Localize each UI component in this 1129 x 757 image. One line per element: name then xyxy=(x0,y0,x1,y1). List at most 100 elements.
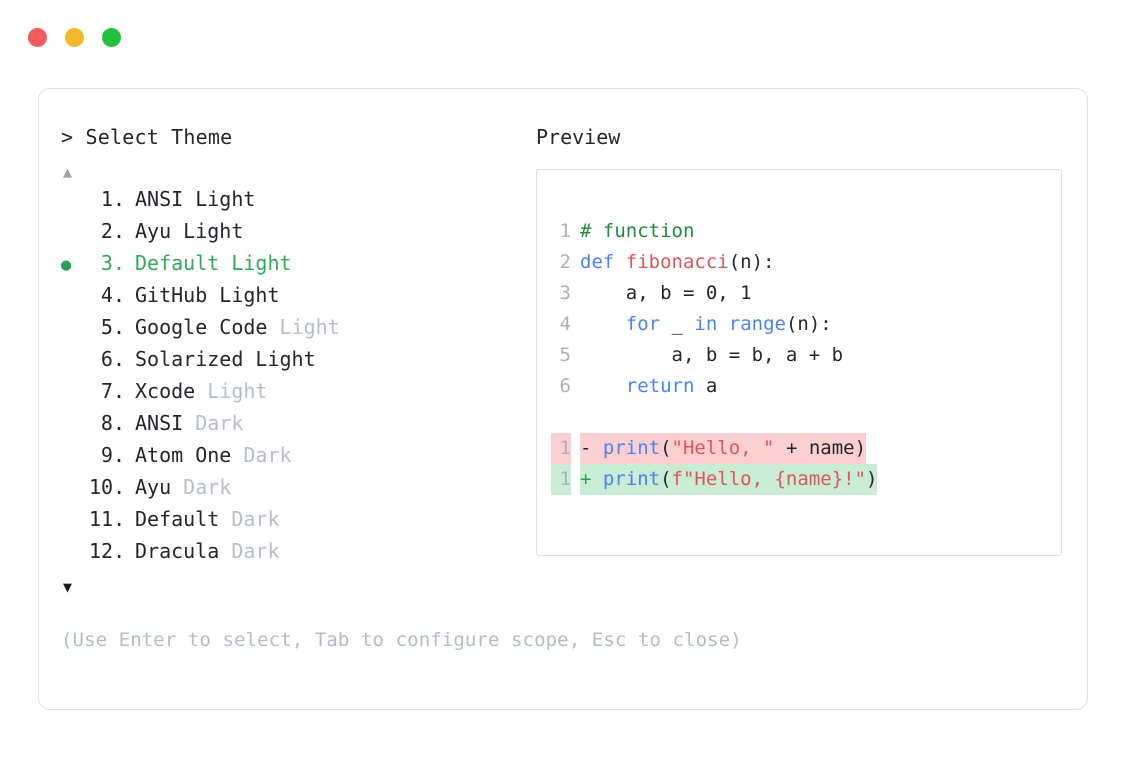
scroll-down-arrow-icon[interactable]: ▼ xyxy=(63,578,73,596)
code-token: ( xyxy=(660,437,672,459)
prompt-row: > Select Theme xyxy=(61,127,531,147)
theme-list-item[interactable]: 4. GitHub Light xyxy=(61,279,531,311)
diff-line-number: 1 xyxy=(551,464,571,495)
theme-list-item[interactable]: 2.Ayu Light xyxy=(61,215,531,247)
diff-line-number: 1 xyxy=(551,433,571,464)
code-token: _ xyxy=(660,313,695,335)
diff-sign: - xyxy=(580,437,603,459)
selector-title: Select Theme xyxy=(85,125,233,149)
code-token: a, b = b, a + b xyxy=(580,344,844,366)
line-number: 5 xyxy=(559,344,571,366)
theme-item-name: ANSI Light xyxy=(135,187,256,211)
code-token: def xyxy=(580,251,626,273)
diff-block: 1- print("Hello, " + name)1+ print(f"Hel… xyxy=(537,433,1061,495)
code-token: + name) xyxy=(774,437,867,459)
theme-item-name: Xcode xyxy=(135,379,196,403)
theme-list-item[interactable]: 5.Google Code Light xyxy=(61,311,531,343)
code-line: 4 for _ in range(n): xyxy=(537,309,1061,340)
line-number: 1 xyxy=(559,220,571,242)
theme-item-name: Atom One xyxy=(135,443,232,467)
theme-list-item[interactable]: 6. Solarized Light xyxy=(61,343,531,375)
theme-item-index: 4. xyxy=(100,283,125,307)
theme-item-index: 6. xyxy=(100,347,125,371)
code-token: a, b = 0, 1 xyxy=(580,282,752,304)
code-token: (n): xyxy=(728,251,775,273)
theme-item-name: Default Light xyxy=(135,251,292,275)
theme-item-variant: Dark xyxy=(183,411,244,435)
code-token xyxy=(717,313,728,335)
code-line-text: def fibonacci(n): xyxy=(580,247,774,278)
code-line-text: for _ in range(n): xyxy=(580,309,832,340)
code-token: ) xyxy=(866,468,878,490)
prompt-caret-icon: > xyxy=(61,125,74,149)
theme-item-name: Default xyxy=(135,507,220,531)
diff-added-line: 1 + print(f"Hello, {name}!") xyxy=(537,464,1061,495)
theme-list-item[interactable]: 7.Xcode Light xyxy=(61,375,531,407)
code-line: 5 a, b = b, a + b xyxy=(537,340,1061,371)
code-token: for xyxy=(625,313,661,335)
theme-item-name: GitHub Light xyxy=(135,283,280,307)
diff-line-text: - print("Hello, " + name) xyxy=(580,433,867,464)
theme-item-index: 8. xyxy=(100,411,125,435)
theme-item-variant: Light xyxy=(267,315,340,339)
theme-list-item[interactable]: 9. Atom One Dark xyxy=(61,439,531,471)
code-line: 3 a, b = 0, 1 xyxy=(537,278,1061,309)
page-title xyxy=(73,125,85,149)
theme-item-index: 2. xyxy=(100,219,125,243)
theme-item-name: Dracula xyxy=(135,539,220,563)
code-line-text: a, b = 0, 1 xyxy=(580,278,752,309)
code-token: f"Hello, {name}!" xyxy=(671,468,867,490)
scroll-up-arrow-icon[interactable]: ▲ xyxy=(63,163,73,181)
code-token: print xyxy=(602,468,661,490)
theme-item-name: Ayu xyxy=(135,475,172,499)
code-line: 2 def fibonacci(n): xyxy=(537,247,1061,278)
theme-item-name: Solarized Light xyxy=(135,347,316,371)
maximize-button[interactable] xyxy=(102,28,121,47)
theme-list-item[interactable]: 12.Dracula Dark xyxy=(61,535,531,567)
theme-list-item[interactable]: 8. ANSI Dark xyxy=(61,407,531,439)
theme-item-variant: Dark xyxy=(231,443,292,467)
code-token: in xyxy=(694,313,718,335)
theme-item-variant: Dark xyxy=(219,539,280,563)
code-line-text: # function xyxy=(580,216,694,247)
theme-item-variant: Light xyxy=(195,379,268,403)
theme-list-item[interactable]: ●3.Default Light xyxy=(61,247,531,279)
preview-label: Preview xyxy=(536,125,621,149)
code-token: return xyxy=(625,375,695,397)
line-number: 4 xyxy=(559,313,571,335)
code-line-text: return a xyxy=(580,371,718,402)
code-token: # function xyxy=(580,220,695,242)
theme-item-index: 9. xyxy=(100,443,125,467)
diff-removed-line: 1 - print("Hello, " + name) xyxy=(537,433,1061,464)
code-token: a xyxy=(694,375,718,397)
diff-line-text: + print(f"Hello, {name}!") xyxy=(580,464,878,495)
theme-item-name: ANSI xyxy=(135,411,184,435)
theme-item-variant: Dark xyxy=(219,507,280,531)
code-token: range xyxy=(728,313,786,335)
code-line: 1 # function xyxy=(537,216,1061,247)
line-number: 2 xyxy=(559,251,571,273)
theme-list-item[interactable]: 11.Default Dark xyxy=(61,503,531,535)
code-token xyxy=(580,313,626,335)
minimize-button[interactable] xyxy=(65,28,84,47)
theme-list-item[interactable]: 10.Ayu Dark xyxy=(61,471,531,503)
theme-item-index: 5. xyxy=(100,315,125,339)
theme-item-variant: Dark xyxy=(171,475,232,499)
code-token xyxy=(580,375,626,397)
line-number: 6 xyxy=(559,375,571,397)
code-token: fibonacci xyxy=(625,251,729,273)
code-line-text: a, b = b, a + b xyxy=(580,340,844,371)
diff-sign: + xyxy=(580,468,603,490)
window-traffic-lights xyxy=(28,28,121,47)
close-button[interactable] xyxy=(28,28,47,47)
theme-list-item[interactable]: 1. ANSI Light xyxy=(61,183,531,215)
code-token: ( xyxy=(660,468,672,490)
theme-item-index: 1. xyxy=(100,187,125,211)
line-number: 3 xyxy=(559,282,571,304)
code-spacer xyxy=(537,402,1061,433)
